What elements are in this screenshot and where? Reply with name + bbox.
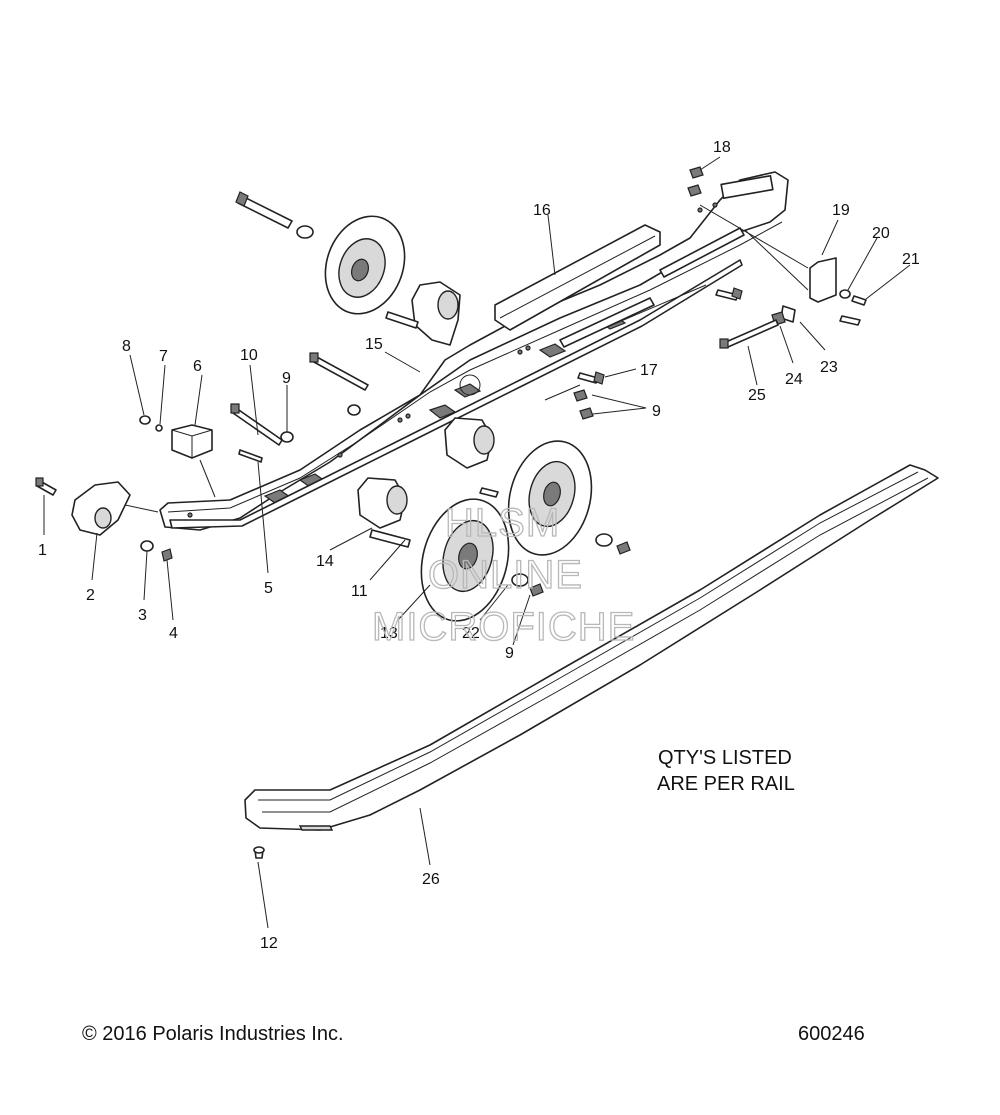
slide-rail-track (244, 464, 939, 831)
watermark-line-1: HLSM (445, 501, 560, 545)
callout-11: 11 (351, 583, 368, 600)
upper-bracket (385, 281, 461, 346)
callout-19: 19 (832, 202, 850, 219)
callout-12: 12 (260, 935, 278, 952)
diagram-number: 600246 (798, 1023, 865, 1045)
callout-5: 5 (264, 580, 273, 597)
callout-20: 20 (872, 225, 890, 242)
callout-4: 4 (169, 625, 178, 642)
note-line-1: QTY'S LISTED (658, 747, 792, 769)
callout-2: 2 (86, 587, 95, 604)
lower-wheel-assembly-rear (444, 417, 631, 597)
callout-22: 22 (462, 625, 480, 642)
watermark: HLSM ONLINE MICROFICHE (371, 500, 635, 649)
watermark-line-3: MICROFICHE (372, 605, 635, 649)
callout-1: 1 (38, 542, 47, 559)
callout-3: 3 (138, 607, 147, 624)
callout-8: 8 (122, 338, 131, 355)
callout-9-right: 9 (652, 403, 661, 420)
callout-18: 18 (713, 139, 731, 156)
callout-13: 13 (380, 625, 398, 642)
callout-9-left: 9 (282, 370, 291, 387)
watermark-line-2: ONLINE (428, 553, 583, 597)
callout-25: 25 (748, 387, 766, 404)
wear-strip (494, 224, 661, 331)
callout-21: 21 (902, 251, 920, 268)
callout-15: 15 (365, 336, 383, 353)
front-tip-cap (71, 481, 131, 536)
callout-24: 24 (785, 371, 803, 388)
lower-wheel-assembly-front (357, 477, 510, 622)
callout-6: 6 (193, 358, 202, 375)
callout-17: 17 (640, 362, 658, 379)
upper-idler-wheel (235, 191, 406, 315)
callout-14: 14 (316, 553, 334, 570)
callout-9-bottom: 9 (505, 645, 514, 662)
copyright-text: © 2016 Polaris Industries Inc. (82, 1023, 344, 1045)
callout-7: 7 (159, 348, 168, 365)
callout-23: 23 (820, 359, 838, 376)
slide-rail-frame (159, 171, 789, 531)
callout-26: 26 (422, 871, 440, 888)
callout-16: 16 (533, 202, 551, 219)
callout-10: 10 (240, 347, 258, 364)
hardware-small (35, 166, 867, 859)
callout-labels: 1 2 3 4 5 6 7 8 10 9 15 14 11 13 22 9 16… (38, 139, 920, 952)
note-line-2: ARE PER RAIL (657, 773, 795, 795)
leader-lines (43, 156, 911, 929)
stop-block (171, 424, 213, 459)
